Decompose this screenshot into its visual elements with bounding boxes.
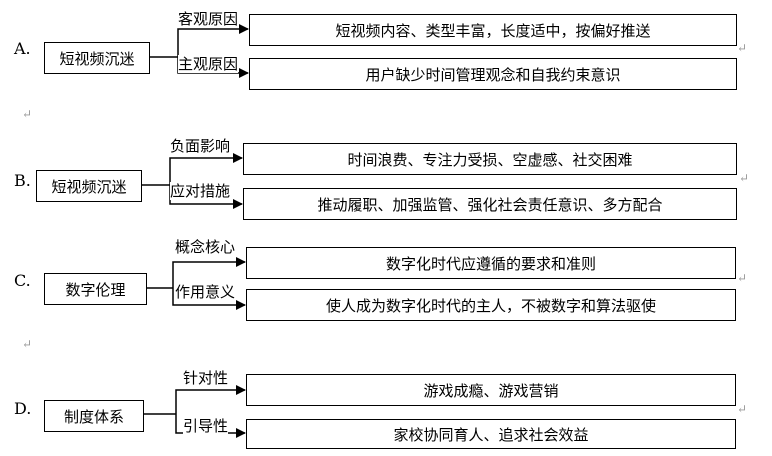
option-a-branch-2-box: 用户缺少时间管理观念和自我约束意识 <box>249 58 737 90</box>
option-b-topic: 短视频沉迷 <box>51 177 127 196</box>
option-b-branch-1-box: 时间浪费、专注力受损、空虚感、社交困难 <box>243 143 737 175</box>
option-d-branch-1-content: 游戏成瘾、游戏营销 <box>423 381 559 400</box>
option-c-branch-2-content: 使人成为数字化时代的主人，不被数字和算法驱使 <box>325 296 656 315</box>
option-c-branch-2-box: 使人成为数字化时代的主人，不被数字和算法驱使 <box>246 289 736 321</box>
option-a-branch-2-content: 用户缺少时间管理观念和自我约束意识 <box>365 65 621 84</box>
option-c-topic-box: 数字伦理 <box>44 273 147 305</box>
arrow-a-objective <box>177 24 249 57</box>
option-a-branch-1-label: 客观原因 <box>178 10 239 28</box>
option-a-branch-1-box: 短视频内容、类型丰富，长度适中，按偏好推送 <box>249 14 737 46</box>
option-c-branch-2-label: 作用意义 <box>175 283 236 301</box>
option-d-topic-box: 制度体系 <box>44 400 144 432</box>
arrow-b-impact <box>169 153 243 185</box>
return-mark-icon: ↵ <box>22 337 33 351</box>
option-a-topic: 短视频沉迷 <box>59 49 135 68</box>
option-c-branch-1-label: 概念核心 <box>175 238 236 256</box>
option-d-branch-2-label: 引导性 <box>183 417 229 435</box>
option-a-branch-1-content: 短视频内容、类型丰富，长度适中，按偏好推送 <box>335 21 651 40</box>
option-b-branch-2-label: 应对措施 <box>170 182 231 200</box>
option-b-branch-2-content: 推动履职、加强监管、强化社会责任意识、多方配合 <box>317 195 663 214</box>
option-c-branch-1-content: 数字化时代应遵循的要求和准则 <box>385 254 596 273</box>
option-d-branch-2-content: 家校协同育人、追求社会效益 <box>393 425 589 444</box>
option-d-branch-1-label: 针对性 <box>183 369 229 387</box>
return-mark-icon: ↵ <box>739 171 750 185</box>
option-c-topic: 数字伦理 <box>65 280 126 299</box>
option-b-branch-1-label: 负面影响 <box>170 137 231 155</box>
arrow-c-core <box>172 257 246 288</box>
return-mark-icon: ↵ <box>737 402 748 416</box>
option-a-topic-box: 短视频沉迷 <box>44 42 150 74</box>
option-d-topic: 制度体系 <box>63 407 124 426</box>
option-a-branch-2-label: 主观原因 <box>178 55 239 73</box>
option-c-letter: C. <box>14 271 31 290</box>
option-b-topic-box: 短视频沉迷 <box>36 170 142 202</box>
option-a-letter: A. <box>14 39 31 58</box>
return-mark-icon: ↵ <box>737 41 748 55</box>
option-b-branch-1-content: 时间浪费、专注力受损、空虚感、社交困难 <box>347 150 633 169</box>
return-mark-icon: ↵ <box>737 271 748 285</box>
return-mark-icon: ↵ <box>22 107 33 121</box>
option-b-letter: B. <box>14 171 31 190</box>
arrow-d-targeted <box>175 385 246 414</box>
option-d-branch-1-box: 游戏成瘾、游戏营销 <box>246 374 736 406</box>
arrow-c-meaning <box>172 288 246 310</box>
option-d-letter: D. <box>14 399 32 418</box>
option-b-branch-2-box: 推动履职、加强监管、强化社会责任意识、多方配合 <box>243 188 737 220</box>
option-c-branch-1-box: 数字化时代应遵循的要求和准则 <box>246 247 736 279</box>
option-d-branch-2-box: 家校协同育人、追求社会效益 <box>246 419 736 449</box>
